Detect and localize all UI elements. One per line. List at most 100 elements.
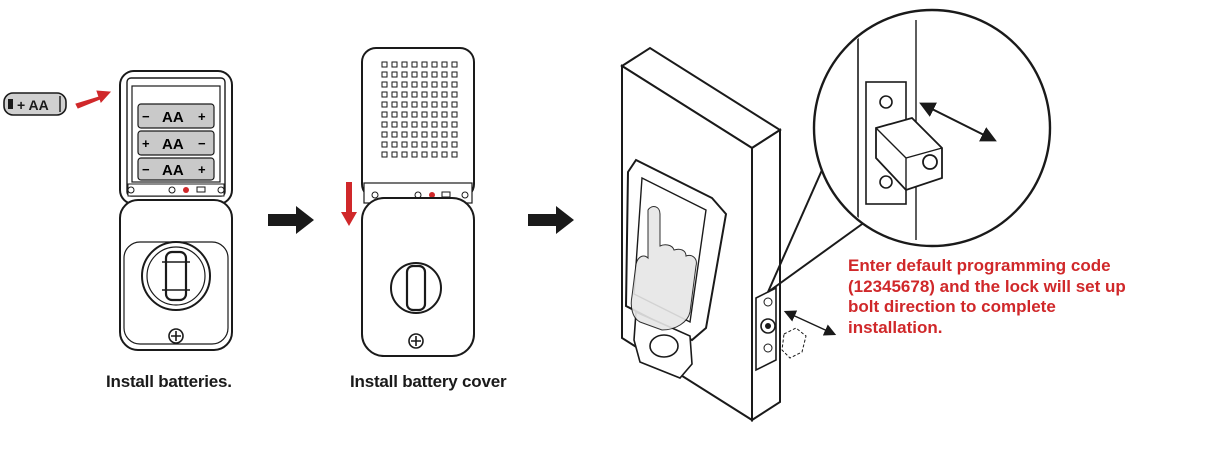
vent-hole xyxy=(431,151,438,158)
vent-hole xyxy=(391,101,398,108)
vent-hole xyxy=(381,91,388,98)
vent-hole xyxy=(391,121,398,128)
lock-interior-open: − AA + + AA − − AA + xyxy=(119,70,233,351)
vent-hole xyxy=(431,141,438,148)
vent-hole xyxy=(391,81,398,88)
vent-hole xyxy=(451,131,458,138)
svg-text:AA: AA xyxy=(162,136,184,153)
svg-text:+: + xyxy=(142,136,150,151)
vent-hole xyxy=(401,141,408,148)
vent-hole xyxy=(411,101,418,108)
vent-hole xyxy=(411,141,418,148)
vent-hole xyxy=(431,81,438,88)
vent-hole xyxy=(391,151,398,158)
red-insert-arrow xyxy=(75,90,112,109)
vent-hole xyxy=(401,101,408,108)
step-arrow-icon xyxy=(268,206,314,234)
vent-hole xyxy=(391,71,398,78)
vent-hole xyxy=(411,61,418,68)
vent-hole xyxy=(391,131,398,138)
vent-hole xyxy=(401,71,408,78)
vent-hole xyxy=(381,151,388,158)
vent-hole xyxy=(451,71,458,78)
svg-text:+: + xyxy=(198,109,206,124)
vent-hole xyxy=(441,131,448,138)
vent-hole xyxy=(441,121,448,128)
vent-hole xyxy=(411,151,418,158)
vent-hole xyxy=(451,91,458,98)
vent-hole xyxy=(431,91,438,98)
svg-text:AA: AA xyxy=(162,162,184,179)
vent-hole xyxy=(421,91,428,98)
vent-hole xyxy=(381,121,388,128)
vent-hole xyxy=(421,141,428,148)
vent-hole xyxy=(421,101,428,108)
vent-hole xyxy=(421,121,428,128)
vent-hole xyxy=(411,71,418,78)
vent-hole xyxy=(391,141,398,148)
vent-hole xyxy=(411,111,418,118)
step-arrow-icon xyxy=(528,206,574,234)
vent-hole xyxy=(431,131,438,138)
door-with-lock xyxy=(620,46,837,422)
vent-hole xyxy=(391,91,398,98)
installed-battery-1: − AA + xyxy=(137,103,215,129)
vent-hole xyxy=(451,101,458,108)
vent-hole xyxy=(451,121,458,128)
svg-text:−: − xyxy=(142,109,150,124)
vent-hole xyxy=(411,121,418,128)
vent-hole xyxy=(441,81,448,88)
vent-hole xyxy=(401,81,408,88)
vent-hole xyxy=(421,111,428,118)
installed-battery-2: + AA − xyxy=(137,130,215,156)
vent-hole xyxy=(421,131,428,138)
vent-hole xyxy=(391,61,398,68)
vent-hole xyxy=(401,61,408,68)
final-step-note: Enter default programming code (12345678… xyxy=(848,256,1126,337)
vent-hole xyxy=(411,91,418,98)
vent-hole xyxy=(381,111,388,118)
vent-hole xyxy=(431,71,438,78)
vent-hole xyxy=(381,71,388,78)
vent-hole xyxy=(431,111,438,118)
vent-hole xyxy=(451,61,458,68)
step-2-caption: Install battery cover xyxy=(350,372,507,391)
installed-battery-3: − AA + xyxy=(137,157,215,181)
vent-hole xyxy=(451,111,458,118)
vent-hole xyxy=(451,151,458,158)
cover-vent-pattern xyxy=(381,61,458,158)
vent-hole xyxy=(441,61,448,68)
vent-hole xyxy=(451,81,458,88)
loose-battery-label: + AA xyxy=(17,97,49,113)
vent-hole xyxy=(421,81,428,88)
vent-hole xyxy=(451,141,458,148)
vent-hole xyxy=(381,131,388,138)
vent-hole xyxy=(401,151,408,158)
vent-hole xyxy=(421,151,428,158)
vent-hole xyxy=(401,131,408,138)
svg-text:−: − xyxy=(142,162,150,177)
svg-text:AA: AA xyxy=(162,109,184,126)
vent-hole xyxy=(431,121,438,128)
bolt-motion-arrow xyxy=(783,310,837,336)
bolt-zoom-callout xyxy=(767,8,1052,293)
step-1-caption: Install batteries. xyxy=(106,372,232,391)
vent-hole xyxy=(381,61,388,68)
lock-interior-covered xyxy=(361,47,475,357)
vent-hole xyxy=(441,151,448,158)
vent-hole xyxy=(381,101,388,108)
vent-hole xyxy=(431,61,438,68)
vent-hole xyxy=(381,81,388,88)
vent-hole xyxy=(391,111,398,118)
vent-hole xyxy=(411,81,418,88)
vent-hole xyxy=(421,61,428,68)
vent-hole xyxy=(441,71,448,78)
vent-hole xyxy=(441,111,448,118)
vent-hole xyxy=(401,111,408,118)
finger-press-icon xyxy=(630,206,697,331)
svg-text:+: + xyxy=(198,162,206,177)
vent-hole xyxy=(411,131,418,138)
vent-hole xyxy=(431,101,438,108)
vent-hole xyxy=(421,71,428,78)
